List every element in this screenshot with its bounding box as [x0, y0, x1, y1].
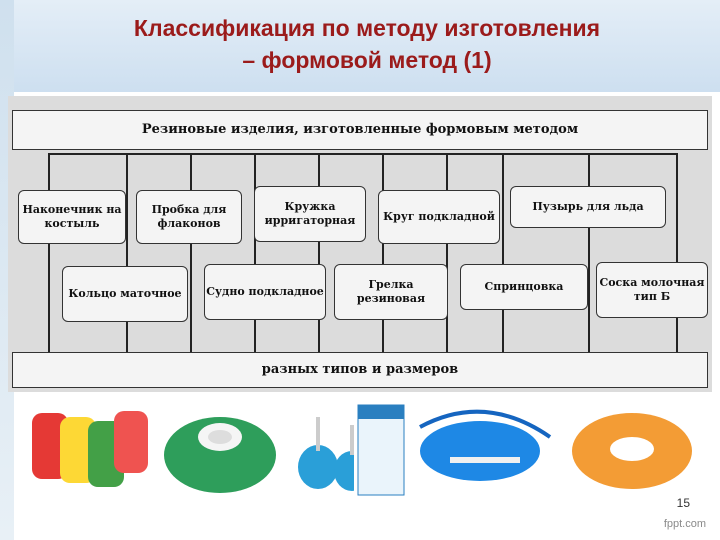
connector-v — [48, 153, 50, 356]
item-box-row2: Спринцовка — [460, 264, 588, 310]
top-category-box: Резиновые изделия, изготовленные формовы… — [12, 110, 708, 150]
item-box-row1: Пробка для флаконов — [136, 190, 242, 244]
item-box-row1: Кружка ирригаторная — [254, 186, 366, 242]
item-box-row1: Наконечник на костыль — [18, 190, 126, 244]
item-box-row2: Кольцо маточное — [62, 266, 188, 322]
syringe-box-photo — [354, 397, 408, 500]
slide-title: Классификация по методу изготовления – ф… — [14, 12, 720, 76]
item-box-row1: Круг подкладной — [378, 190, 500, 244]
connector-v — [190, 153, 192, 356]
ring-cushion-photo — [562, 397, 702, 500]
item-box-row2: Грелка резиновая — [334, 264, 448, 320]
item-box-row2: Соска молочная тип Б — [596, 262, 708, 318]
title-line-1: Классификация по методу изготовления — [133, 15, 601, 41]
title-line-2: – формовой метод (1) — [242, 47, 492, 73]
title-bar — [14, 0, 720, 92]
bottom-category-box: разных типов и размеров — [12, 352, 708, 388]
rubber-ring-green-photo — [160, 397, 280, 500]
connector-v — [126, 153, 128, 356]
connector-v — [502, 153, 504, 356]
page-number: 15 — [676, 496, 690, 510]
watermark: fppt.com — [663, 518, 706, 530]
hot-water-bottles-photo — [14, 397, 160, 500]
connector-v — [254, 153, 256, 356]
connector-v — [446, 153, 448, 356]
connector-v — [318, 153, 320, 356]
irrigation-mug-photo — [410, 397, 560, 500]
connector-v — [676, 153, 678, 356]
connector-v — [588, 153, 590, 356]
top-connector-line — [48, 153, 678, 155]
item-box-row1: Пузырь для льда — [510, 186, 666, 228]
item-box-row2: Судно подкладное — [204, 264, 326, 320]
connector-v — [382, 153, 384, 356]
